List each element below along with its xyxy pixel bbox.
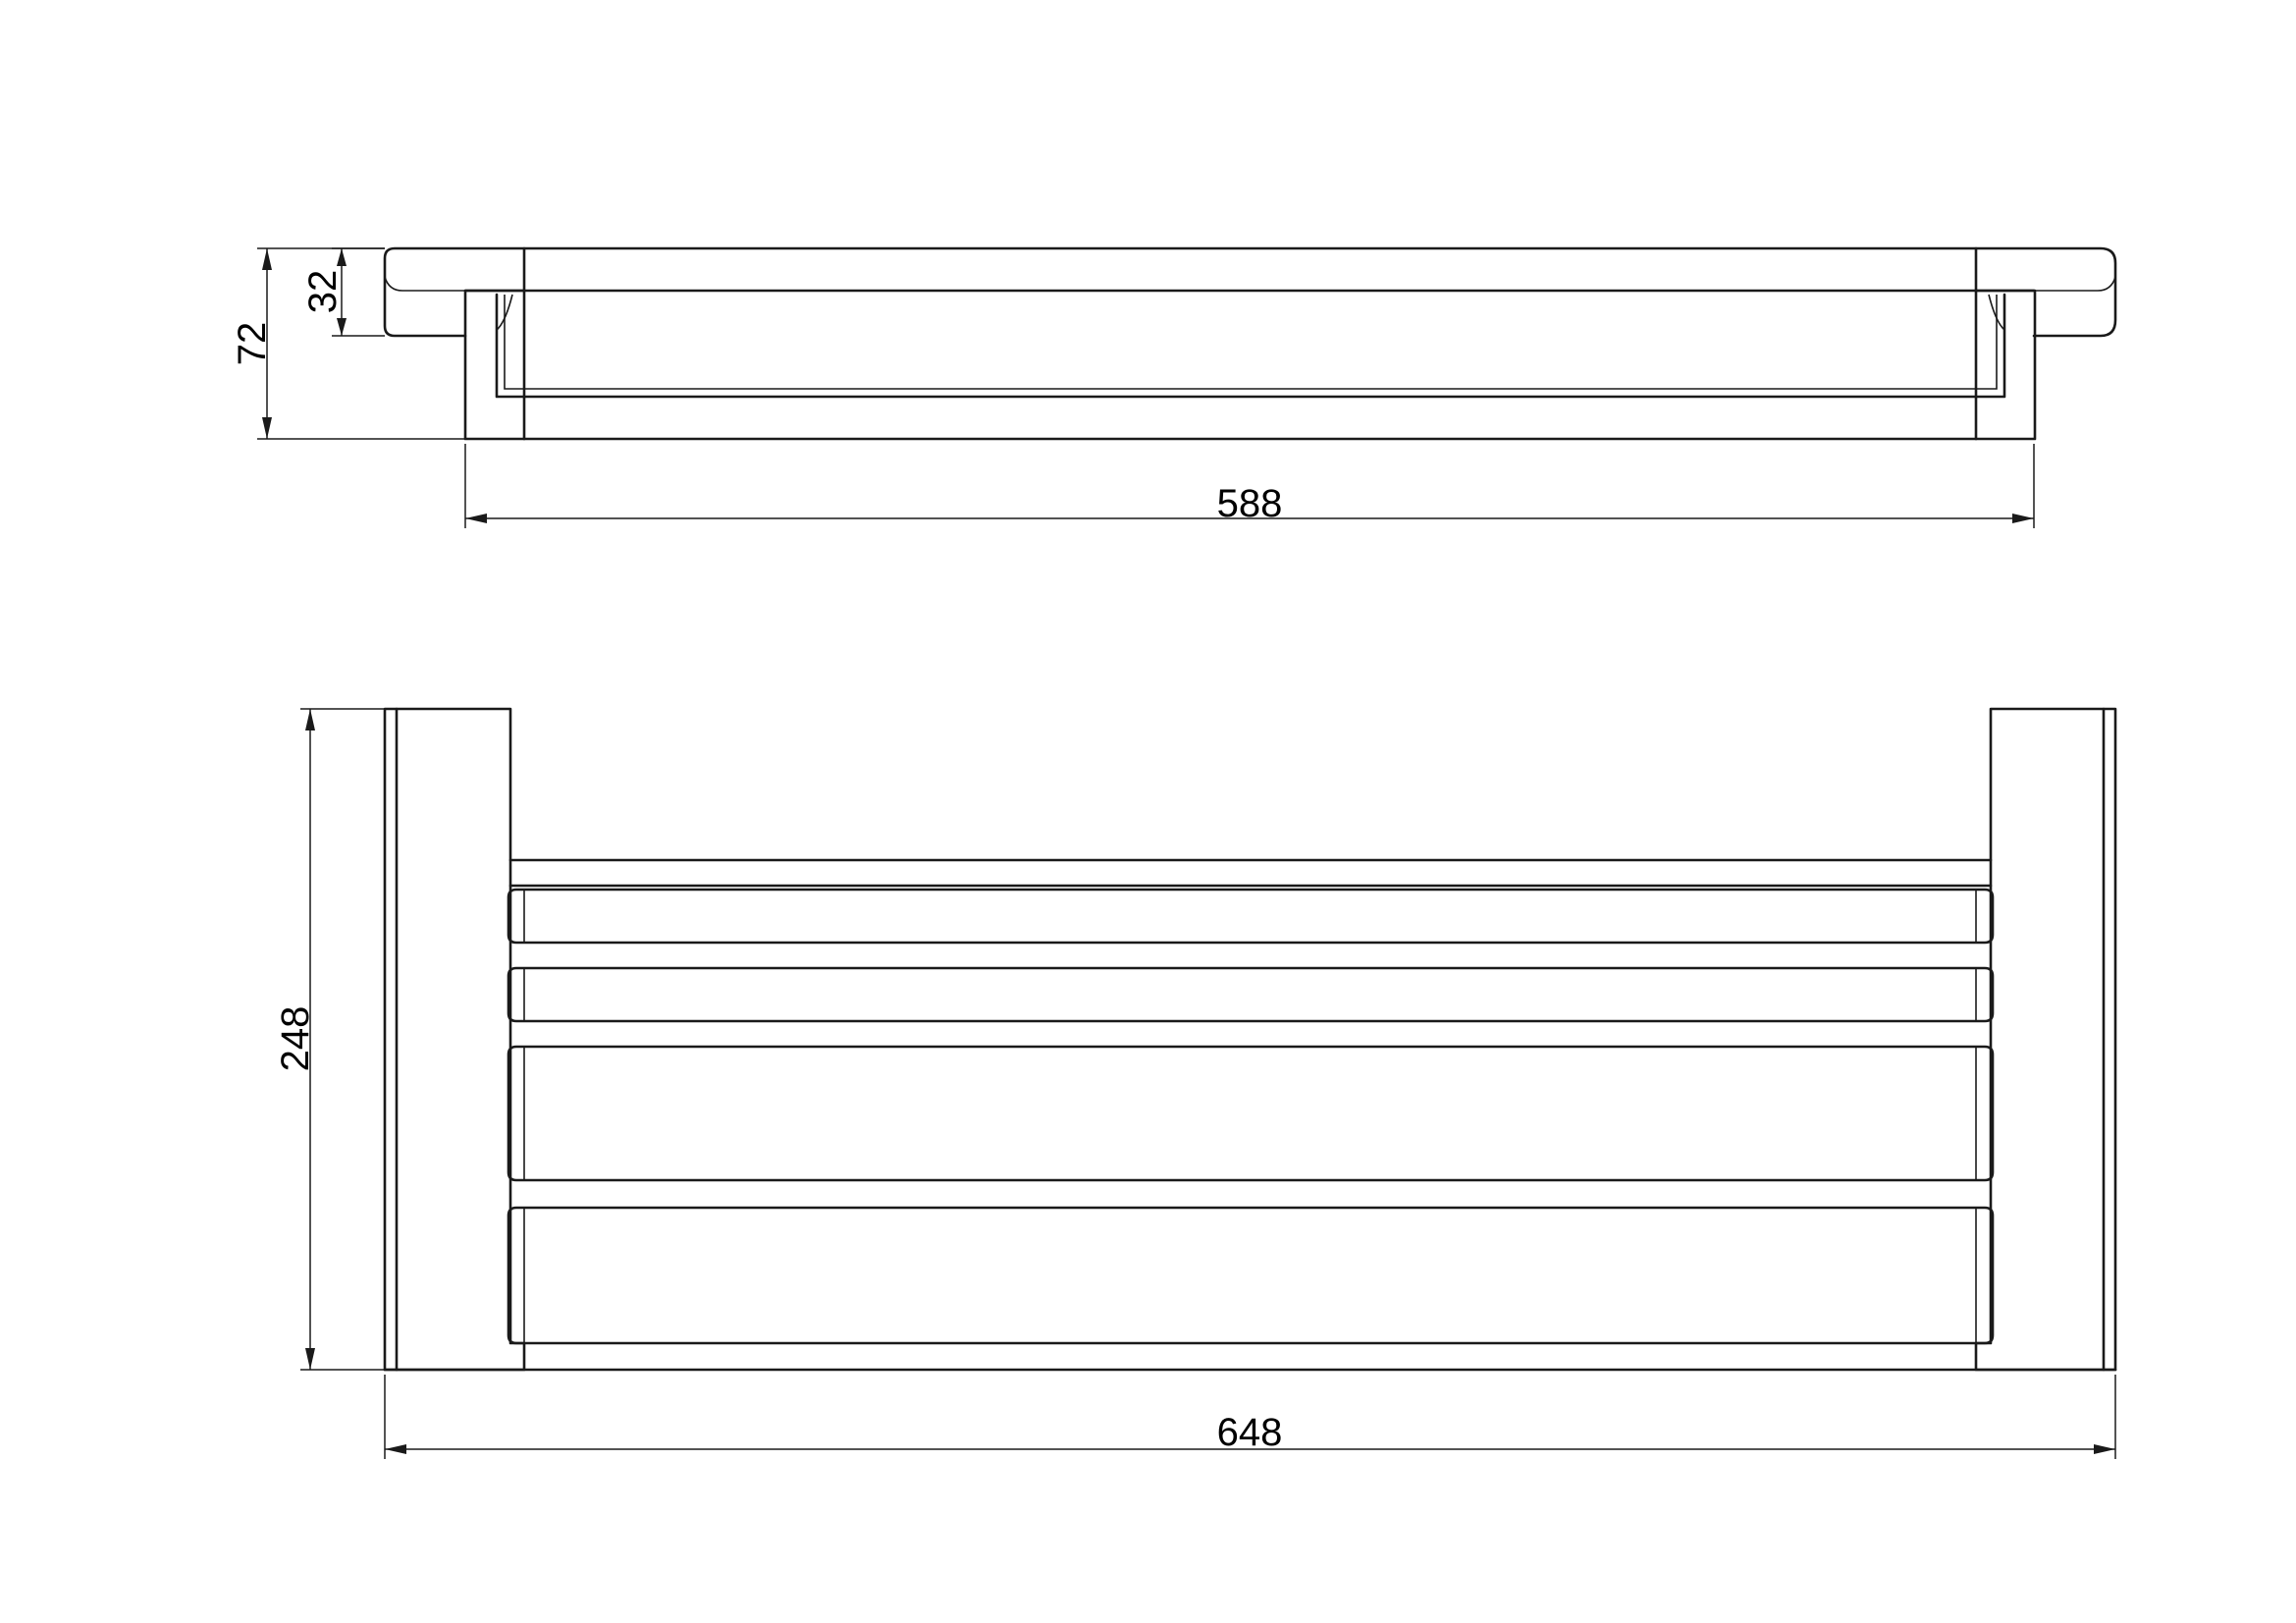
front-bar-3: [507, 1045, 1995, 1182]
front-right-upright: [1974, 707, 2117, 1372]
dim-32: 32: [301, 247, 385, 337]
dim-72: 72: [231, 247, 465, 440]
side-basket-left-hook: [496, 294, 513, 331]
front-bar-2: [507, 966, 1995, 1023]
dim-648: 648: [384, 1375, 2116, 1459]
side-left-bracket: [463, 289, 526, 441]
side-plate-left-chamfer: [384, 276, 465, 292]
side-basket-body: [495, 293, 2006, 399]
side-view: 72 32 588: [231, 246, 2117, 528]
front-view: 248 648: [274, 707, 2117, 1459]
side-top-plate: [383, 246, 2117, 338]
dim-32-label: 32: [301, 270, 345, 314]
dim-588: 588: [464, 444, 2035, 528]
dim-248: 248: [274, 708, 385, 1371]
front-bar-1: [507, 888, 1995, 945]
front-left-upright: [383, 707, 526, 1372]
side-right-bracket: [1974, 289, 2037, 441]
dim-248-label: 248: [274, 1006, 317, 1072]
dim-648-label: 648: [1217, 1411, 1283, 1454]
front-bar-4: [507, 1206, 1995, 1345]
side-basket-inner: [504, 295, 1998, 390]
dim-588-label: 588: [1217, 482, 1283, 525]
side-plate-right-chamfer: [2034, 276, 2116, 292]
dim-72-label: 72: [231, 322, 274, 366]
side-basket-right-hook: [1988, 294, 2005, 331]
